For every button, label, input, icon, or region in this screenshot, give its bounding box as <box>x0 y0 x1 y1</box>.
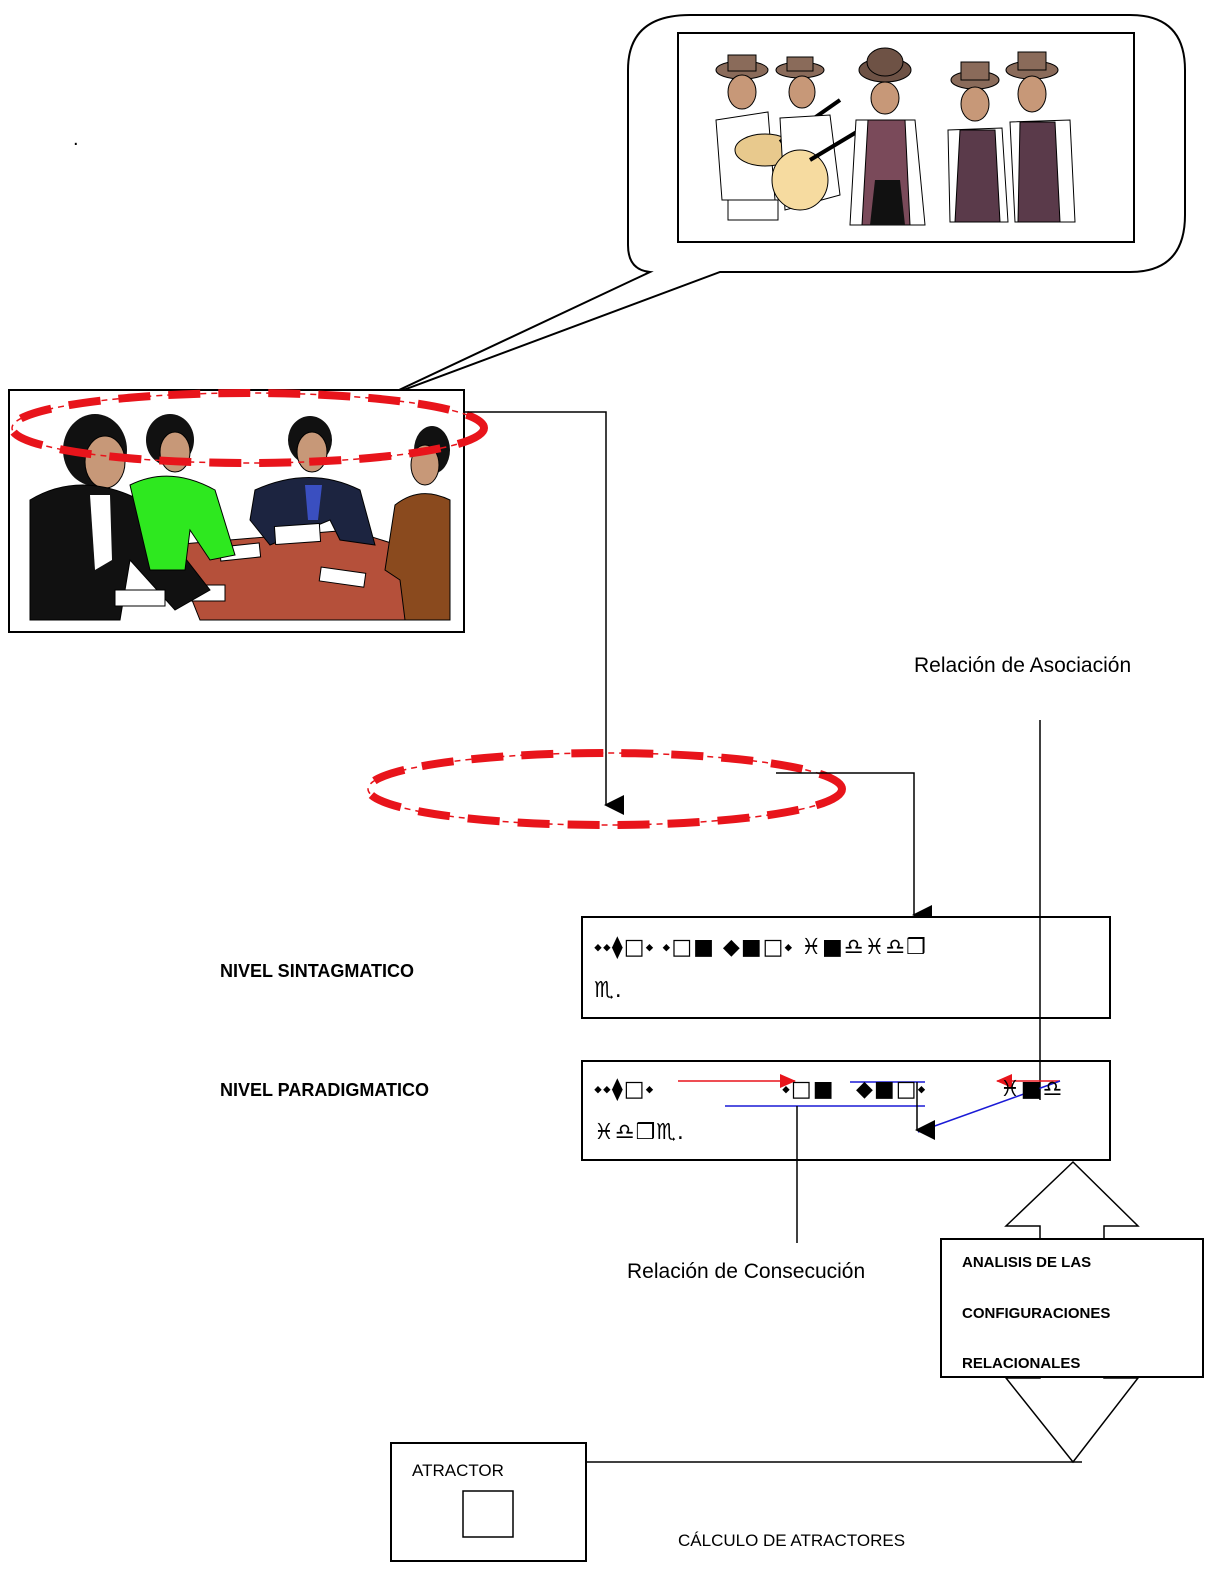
analysis-box <box>940 1238 1204 1378</box>
paradigmatico-text-a: ⬩⬩⧫□⬩ <box>594 1077 655 1102</box>
analysis-line3: RELACIONALES <box>962 1355 1081 1372</box>
paradigmatico-box <box>581 1060 1111 1161</box>
atractor-label: ATRACTOR <box>412 1461 504 1480</box>
connector-ellipse-to-sintagmatico <box>776 772 932 925</box>
blue-line-diagonal <box>917 1080 1061 1133</box>
musicians-illustration <box>715 47 1076 226</box>
sintagmatico-text-line2: ♏. <box>594 978 623 1003</box>
analysis-line1: ANALISIS DE LAS <box>962 1254 1092 1271</box>
analysis-line2: CONFIGURACIONES <box>962 1305 1111 1322</box>
paradigmatico-text-b: ⬩□■ <box>782 1077 835 1102</box>
sintagmatico-text-line1: ⬩⬩⧫□⬩ ⬩□■ ◆■□⬩ ♓■♎♓♎❒ <box>594 935 927 960</box>
nivel-paradigmatico-label: NIVEL PARADIGMATICO <box>220 1080 430 1100</box>
sintagmatico-box <box>581 916 1111 1019</box>
calculo-atractores-label: CÁLCULO DE ATRACTORES <box>678 1531 906 1550</box>
paradigmatico-text-c: ◆■□⬩ <box>856 1077 927 1102</box>
paradigmatico-text-d: ♓■♎ <box>1000 1077 1064 1102</box>
connector-meeting-to-ellipse <box>464 411 624 815</box>
paradigmatico-text-line2: ♓♎❒♏. <box>594 1120 685 1145</box>
nivel-sintagmatico-label: NIVEL SINTAGMATICO <box>220 961 415 981</box>
relacion-asociacion-label: Relación de Asociación <box>914 654 1132 677</box>
stray-dot: . <box>73 128 79 150</box>
relacion-consecucion-label: Relación de Consecución <box>627 1260 866 1283</box>
atractor-square <box>462 1490 514 1538</box>
